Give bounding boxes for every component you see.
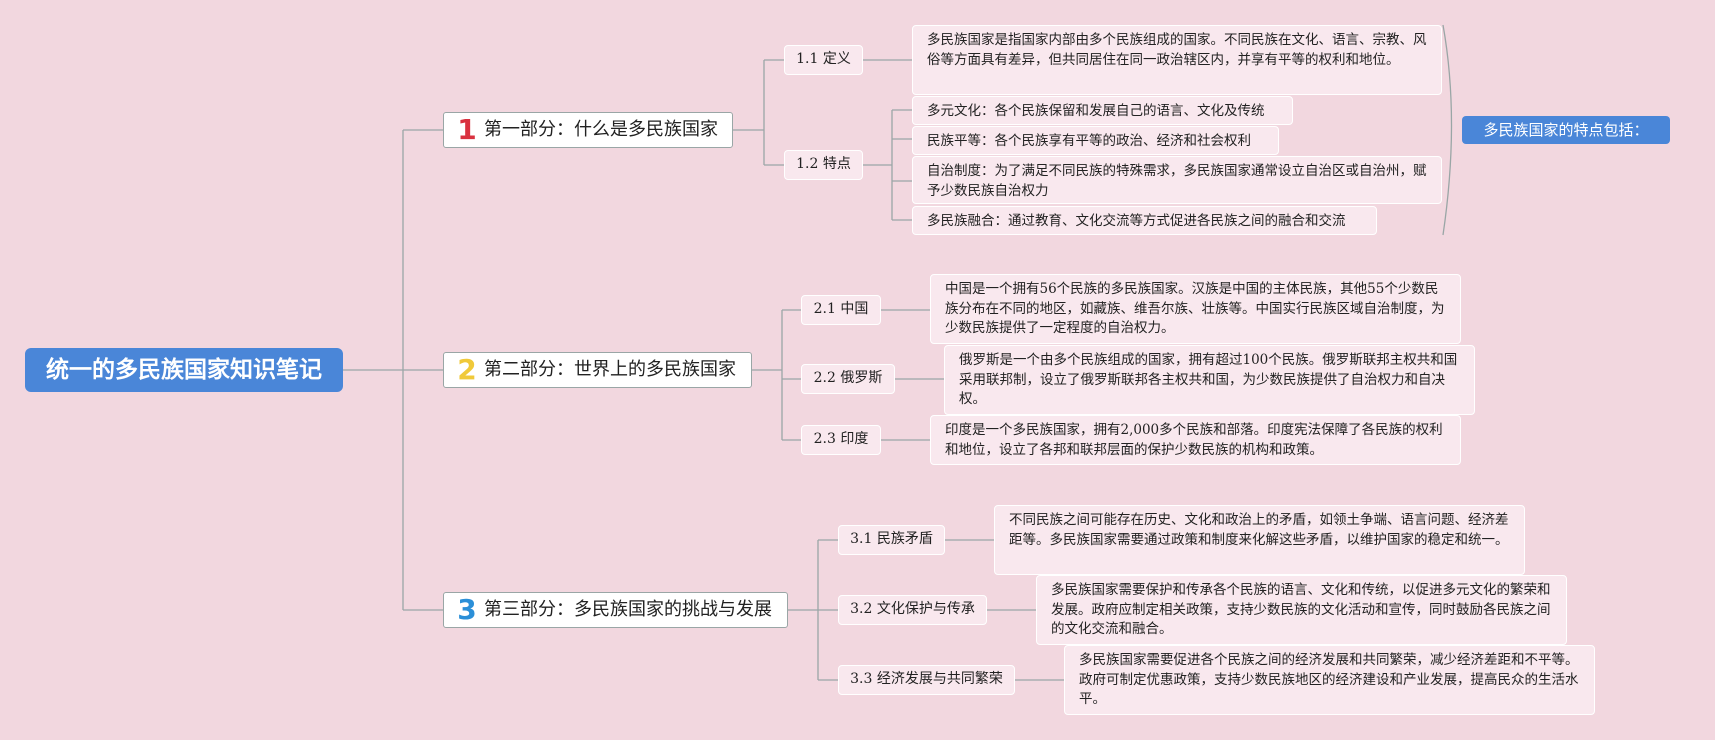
leaf-definition[interactable]: 多民族国家是指国家内部由多个民族组成的国家。不同民族在文化、语言、宗教、风俗等方… — [912, 25, 1442, 95]
subtopic-3-2[interactable]: 3.2 文化保护与传承 — [838, 595, 987, 625]
section-title-3: 第三部分：多民族国家的挑战与发展 — [484, 599, 772, 620]
section-1[interactable]: 1 第一部分：什么是多民族国家 — [443, 112, 733, 148]
leaf-china[interactable]: 中国是一个拥有56个民族的多民族国家。汉族是中国的主体民族，其他55个少数民族分… — [930, 274, 1461, 344]
connector-s1-feat — [863, 109, 912, 221]
leaf-economic-development[interactable]: 多民族国家需要促进各个民族之间的经济发展和共同繁荣，减少经济差距和不平等。政府可… — [1064, 645, 1595, 715]
section-number-1: 1 — [457, 113, 477, 146]
leaf-culture-protection[interactable]: 多民族国家需要保护和传承各个民族的语言、文化和传统，以促进多元文化的繁荣和发展。… — [1036, 575, 1567, 645]
subtopic-2-2[interactable]: 2.2 俄罗斯 — [801, 364, 895, 394]
leaf-feature-3[interactable]: 自治制度：为了满足不同民族的特殊需求，多民族国家通常设立自治区或自治州，赋予少数… — [912, 156, 1442, 204]
leaf-feature-2[interactable]: 民族平等：各个民族享有平等的政治、经济和社会权利 — [912, 126, 1279, 155]
subtopic-1-1[interactable]: 1.1 定义 — [784, 45, 863, 75]
leaf-russia[interactable]: 俄罗斯是一个由多个民族组成的国家，拥有超过100个民族。俄罗斯联邦主权共和国采用… — [944, 345, 1475, 415]
leaf-feature-1[interactable]: 多元文化：各个民族保留和发展自己的语言、文化及传统 — [912, 96, 1293, 125]
summary-label[interactable]: 多民族国家的特点包括： — [1462, 116, 1670, 144]
subtopic-3-3[interactable]: 3.3 经济发展与共同繁荣 — [838, 665, 1015, 695]
section-2[interactable]: 2 第二部分：世界上的多民族国家 — [443, 352, 752, 388]
section-title-2: 第二部分：世界上的多民族国家 — [484, 359, 736, 380]
subtopic-1-2[interactable]: 1.2 特点 — [784, 150, 863, 180]
leaf-india[interactable]: 印度是一个多民族国家，拥有2,000多个民族和部落。印度宪法保障了各民族的权利和… — [930, 415, 1461, 465]
section-3[interactable]: 3 第三部分：多民族国家的挑战与发展 — [443, 592, 788, 628]
subtopic-3-1[interactable]: 3.1 民族矛盾 — [838, 525, 945, 555]
connector-s3-leaves — [945, 539, 1064, 681]
connector-s3 — [788, 539, 838, 681]
section-number-2: 2 — [457, 353, 477, 386]
subtopic-2-1[interactable]: 2.1 中国 — [801, 295, 881, 325]
brace — [1442, 24, 1453, 236]
section-title-1: 第一部分：什么是多民族国家 — [484, 119, 718, 140]
connector-root — [343, 129, 443, 611]
connector-s2 — [752, 309, 801, 441]
root-topic[interactable]: 统一的多民族国家知识笔记 — [25, 348, 343, 392]
leaf-feature-4[interactable]: 多民族融合：通过教育、文化交流等方式促进各民族之间的融合和交流 — [912, 206, 1377, 235]
subtopic-2-3[interactable]: 2.3 印度 — [801, 425, 881, 455]
leaf-ethnic-conflict[interactable]: 不同民族之间可能存在历史、文化和政治上的矛盾，如领土争端、语言问题、经济差距等。… — [994, 505, 1525, 575]
connector-s2-leaves — [881, 309, 944, 441]
section-number-3: 3 — [457, 593, 477, 626]
connector-s1 — [733, 59, 784, 166]
